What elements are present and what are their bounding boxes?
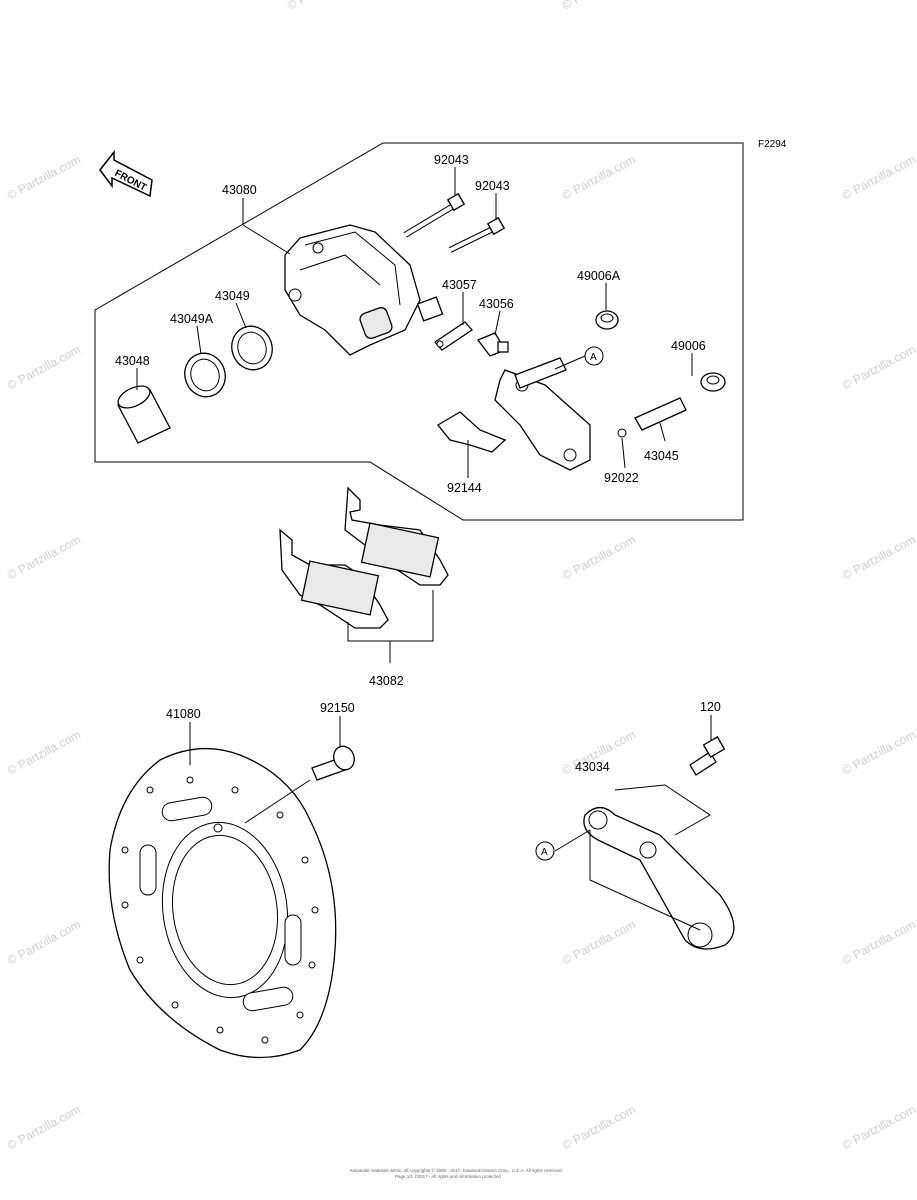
- part-label-92144: 92144: [447, 481, 482, 495]
- svg-text:A: A: [541, 847, 548, 858]
- watermark: © Partzilla.com: [5, 152, 83, 202]
- part-label-43048: 43048: [115, 354, 150, 368]
- watermark: © Partzilla.com: [840, 917, 917, 967]
- part-label-49006: 49006: [671, 339, 706, 353]
- part-label-92043-lower: 92043: [475, 179, 510, 193]
- part-label-43082: 43082: [369, 674, 404, 688]
- part-label-92150: 92150: [320, 701, 355, 715]
- leader-lines: [136, 167, 712, 931]
- watermark: © Partzilla.com: [5, 532, 83, 582]
- footer-copyright-line-2: Page 1/1 ©2017 - All rights and informat…: [395, 1173, 501, 1179]
- sleeve-49006A: [595, 310, 619, 330]
- pin-43045: [634, 397, 687, 431]
- brake-disc-41080: [108, 747, 337, 1059]
- watermark: © Partzilla.com: [5, 917, 83, 967]
- sleeve-49006: [700, 372, 726, 392]
- caliper-bracket: [494, 369, 591, 471]
- part-label-41080: 41080: [166, 707, 201, 721]
- part-label-92022: 92022: [604, 471, 639, 485]
- circlip-92022: [617, 428, 627, 438]
- watermark: © Partzilla.com: [840, 532, 917, 582]
- part-label-43080: 43080: [222, 183, 257, 197]
- cap-43057: [434, 321, 473, 351]
- watermark: © Partzilla.com: [560, 0, 638, 13]
- caliper-body: [284, 224, 444, 356]
- watermark: © Partzilla.com: [840, 1102, 917, 1152]
- pin-92043-lower: [448, 216, 506, 253]
- part-label-43034: 43034: [575, 760, 610, 774]
- watermark: © Partzilla.com: [560, 917, 638, 967]
- pad-spring-92144: [437, 411, 507, 453]
- bolt-120: [689, 736, 726, 776]
- watermark: © Partzilla.com: [5, 727, 83, 777]
- ref-marker-a-bottom: A: [535, 841, 555, 861]
- pin-92043-upper: [403, 192, 466, 238]
- svg-text:A: A: [590, 352, 597, 363]
- caliper-assembly-outline: [94, 142, 744, 521]
- part-label-92043-upper: 92043: [434, 153, 469, 167]
- torque-link-43034: [583, 806, 735, 950]
- watermark: © Partzilla.com: [840, 342, 917, 392]
- watermark: © Partzilla.com: [560, 1102, 638, 1152]
- part-label-43057: 43057: [442, 278, 477, 292]
- watermark: © Partzilla.com: [560, 152, 638, 202]
- part-label-43045: 43045: [644, 449, 679, 463]
- slide-pin-upper: [514, 357, 567, 389]
- watermark: © Partzilla.com: [5, 342, 83, 392]
- brake-pads-43082: [279, 486, 449, 629]
- piston-43048: [117, 385, 171, 444]
- footer-copyright-line-1: Kawasaki materials within, all copyright…: [350, 1167, 563, 1173]
- bolt-92150: [311, 745, 355, 781]
- watermark: © Partzilla.com: [285, 0, 363, 13]
- watermark: © Partzilla.com: [5, 1102, 83, 1152]
- watermark: © Partzilla.com: [840, 152, 917, 202]
- seal-43049: [231, 325, 273, 371]
- figure-code: F2294: [758, 139, 787, 150]
- watermark: © Partzilla.com: [840, 727, 917, 777]
- part-label-120: 120: [700, 700, 721, 714]
- watermark: © Partzilla.com: [560, 532, 638, 582]
- part-label-49006A: 49006A: [577, 269, 621, 283]
- front-arrow-icon: FRONT: [99, 149, 153, 198]
- seal-43049A: [184, 352, 226, 398]
- part-label-43056: 43056: [479, 297, 514, 311]
- part-label-43049A: 43049A: [170, 312, 214, 326]
- ref-marker-a-top: A: [584, 346, 604, 366]
- part-label-43049: 43049: [215, 289, 250, 303]
- bleeder-valve-43056: [476, 332, 509, 357]
